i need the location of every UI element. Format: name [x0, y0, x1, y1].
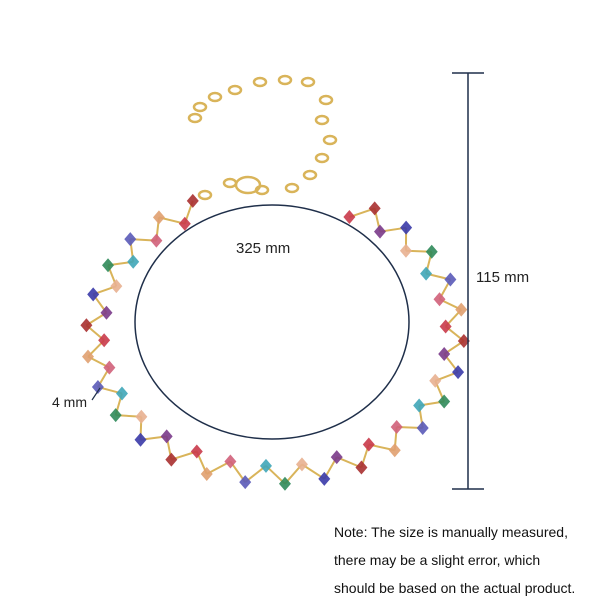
- crystal-bead: [98, 333, 111, 348]
- crystal-bead: [135, 409, 148, 424]
- crystal-bead: [186, 193, 199, 208]
- chain-link: [314, 152, 330, 164]
- crystal-bead: [239, 475, 252, 490]
- crystal-bead: [259, 458, 272, 473]
- crystal-bead: [438, 394, 451, 409]
- crystal-bead: [420, 266, 433, 281]
- bead-size-label: 4 mm: [52, 394, 87, 410]
- crystal-bead: [416, 420, 429, 435]
- crystal-bead: [82, 349, 95, 364]
- crystal-bead: [103, 360, 116, 375]
- crystal-bead: [160, 429, 173, 444]
- crystal-bead: [368, 201, 381, 216]
- crystal-bead: [152, 210, 165, 225]
- crystal-bead: [438, 347, 451, 362]
- crystal-bead: [388, 443, 401, 458]
- crystal-bead: [115, 386, 128, 401]
- chain-link: [197, 189, 213, 201]
- chain-link: [314, 114, 330, 126]
- crystal-bead: [190, 444, 203, 459]
- crystal-beads: [80, 193, 470, 491]
- crystal-bead: [439, 319, 452, 334]
- chain-link: [318, 94, 334, 106]
- measurement-note: Note: The size is manually measured, the…: [334, 518, 575, 600]
- crystal-bead: [80, 318, 93, 333]
- crystal-bead: [178, 216, 191, 231]
- crystal-bead: [109, 408, 122, 423]
- circumference-ellipse: [134, 204, 410, 440]
- height-label: 115 mm: [476, 269, 530, 286]
- crystal-bead: [318, 471, 331, 486]
- crystal-bead: [362, 437, 375, 452]
- crystal-bead: [390, 420, 403, 435]
- crystal-bead: [330, 450, 343, 465]
- crystal-bead: [433, 292, 446, 307]
- chain-link: [227, 84, 243, 96]
- chain-link: [322, 134, 338, 146]
- crystal-bead: [452, 365, 465, 380]
- crystal-bead: [224, 454, 237, 469]
- chain-link: [207, 91, 223, 103]
- extender-chain: [187, 74, 338, 201]
- crystal-bead: [100, 305, 113, 320]
- chain-link: [222, 177, 238, 189]
- crystal-bead: [455, 302, 468, 317]
- crystal-bead: [134, 432, 147, 447]
- crystal-bead: [91, 380, 104, 395]
- crystal-bead: [150, 233, 163, 248]
- crystal-bead: [373, 224, 386, 239]
- crystal-bead: [165, 452, 178, 467]
- bead-size-marker: [91, 387, 101, 401]
- chain-link: [300, 76, 316, 88]
- chain-link: [277, 74, 293, 86]
- crystal-bead: [295, 457, 308, 472]
- crystal-bead: [87, 287, 100, 302]
- crystal-bead: [110, 279, 123, 294]
- crystal-bead: [102, 258, 115, 273]
- chain-link: [252, 76, 268, 88]
- crystal-bead: [457, 334, 470, 349]
- crystal-bead: [400, 220, 413, 235]
- note-line: should be based on the actual product.: [334, 580, 576, 596]
- crystal-bead: [343, 210, 356, 225]
- crystal-bead: [413, 398, 426, 413]
- note-line: there may be a slight error, which: [334, 552, 541, 568]
- crystal-bead: [425, 244, 438, 259]
- circumference-label: 325 mm: [236, 240, 291, 257]
- crystal-bead: [278, 476, 291, 491]
- crystal-bead: [127, 254, 140, 269]
- crystal-bead: [444, 272, 457, 287]
- crystal-bead: [200, 466, 213, 481]
- chain-link: [284, 182, 300, 194]
- chain-link: [192, 101, 208, 113]
- height-dimension-line: [452, 72, 484, 490]
- lobster-clasp: [234, 175, 262, 195]
- crystal-bead: [399, 243, 412, 258]
- chain-link: [187, 112, 203, 124]
- crystal-bead: [429, 373, 442, 388]
- chain-link: [302, 169, 318, 181]
- note-line: Note: The size is manually measured,: [334, 524, 568, 540]
- crystal-bead: [124, 232, 137, 247]
- crystal-bead: [355, 460, 368, 475]
